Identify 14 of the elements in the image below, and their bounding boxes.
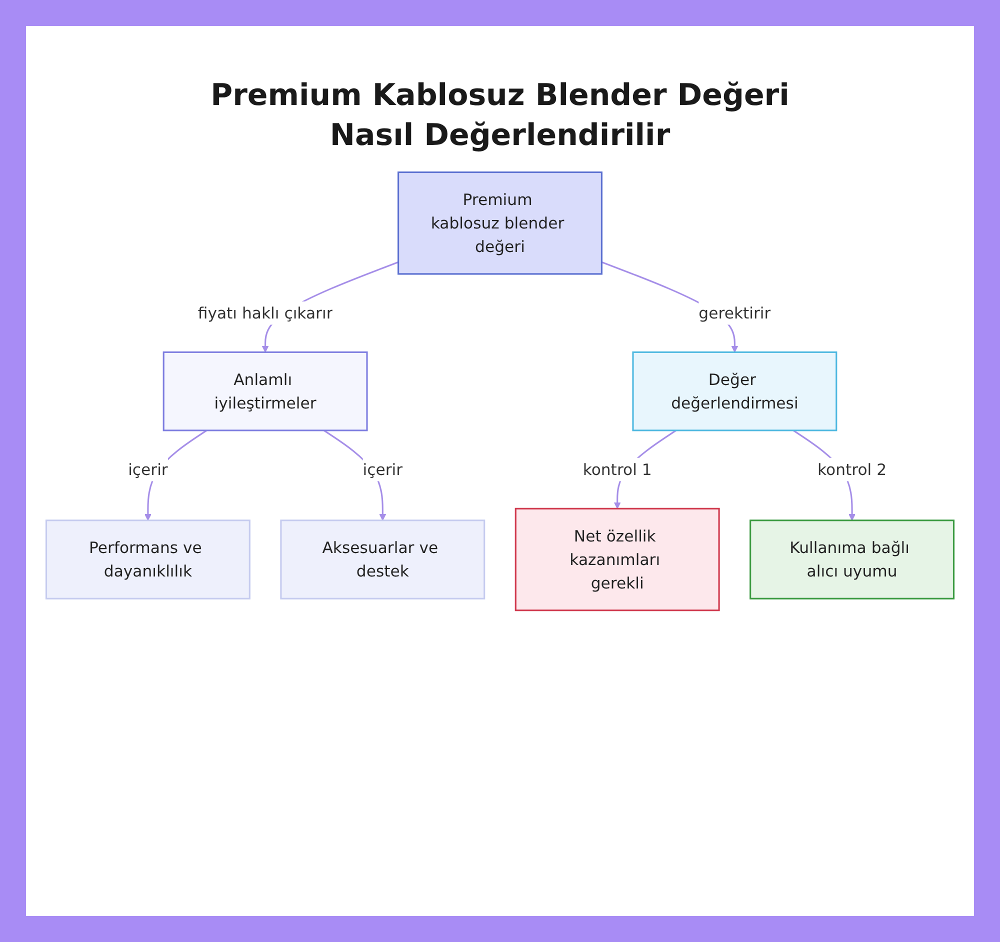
node-box: Net özellik kazanımları gerekli xyxy=(514,508,720,612)
node-box: Kullanıma bağlı alıcı uyumu xyxy=(750,520,955,600)
node-box: Performans ve dayanıklılık xyxy=(45,520,250,600)
node-box: Değer değerlendirmesi xyxy=(632,351,838,432)
edge-label: içerir xyxy=(362,460,403,479)
diagram-title: Premium Kablosuz Blender Değeri Nasıl Değerlendirilir xyxy=(210,77,790,155)
node-box: Anlamlı iyileştirmeler xyxy=(162,351,368,432)
edge-label: kontrol 2 xyxy=(818,460,887,479)
node-box: Aksesuarlar ve destek xyxy=(280,520,486,600)
edge-label: kontrol 1 xyxy=(582,460,652,479)
edge-label: gerektirir xyxy=(698,304,771,322)
node-box: Premium kablosuz blender değeri xyxy=(398,171,602,275)
edge-label: içerir xyxy=(128,460,168,479)
edge-label: fiyatı haklı çıkarır xyxy=(198,304,333,322)
